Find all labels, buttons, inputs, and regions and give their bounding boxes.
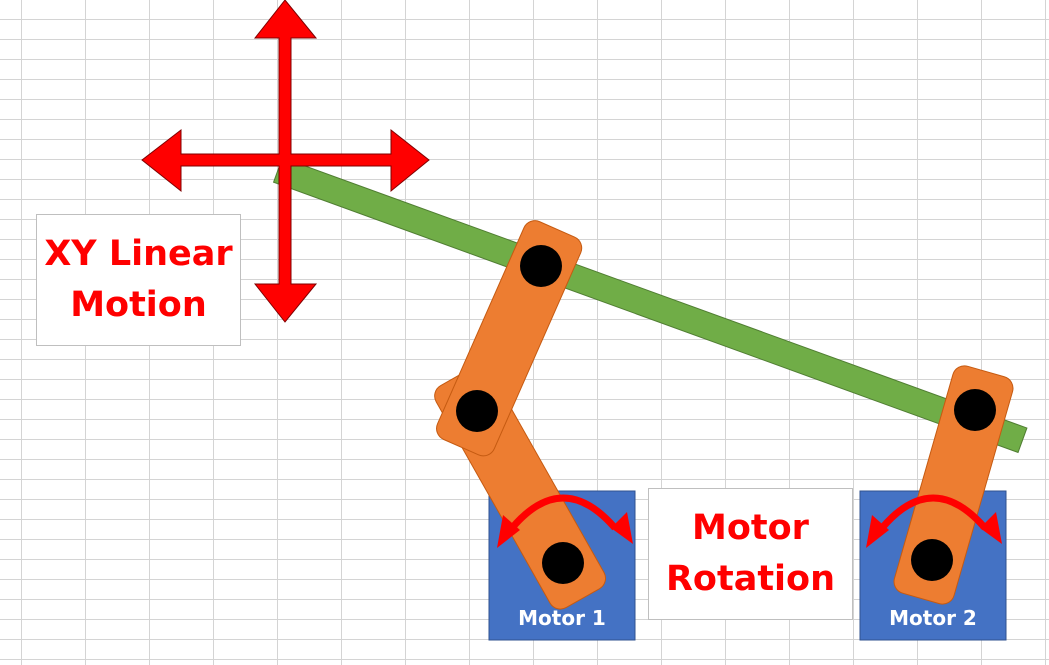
motor-2-rotation-arrow-icon bbox=[866, 494, 1002, 548]
green-coupler-bar bbox=[272, 157, 1028, 454]
motor-rotation-label: Motor Rotation bbox=[648, 488, 853, 620]
xy-four-way-arrow-icon bbox=[141, 0, 430, 323]
pin-joint-elbow bbox=[456, 390, 498, 432]
motor-2-label: Motor 2 bbox=[889, 606, 977, 630]
motor-1-label: Motor 1 bbox=[518, 606, 606, 630]
xy-motion-line-1: XY Linear bbox=[44, 234, 233, 274]
motor-1-rotation-arrow-icon bbox=[497, 494, 633, 548]
pin-joint-upper bbox=[520, 245, 562, 287]
pin-joint-motor-1 bbox=[542, 542, 584, 584]
motor-rotation-line-2: Rotation bbox=[665, 559, 836, 599]
xy-linear-motion-label: XY Linear Motion bbox=[36, 214, 241, 346]
xy-motion-line-2: Motion bbox=[70, 285, 207, 325]
motor-rotation-line-1: Motor bbox=[692, 508, 809, 548]
pin-joint-motor-2 bbox=[911, 539, 953, 581]
pin-joint-right bbox=[954, 389, 996, 431]
